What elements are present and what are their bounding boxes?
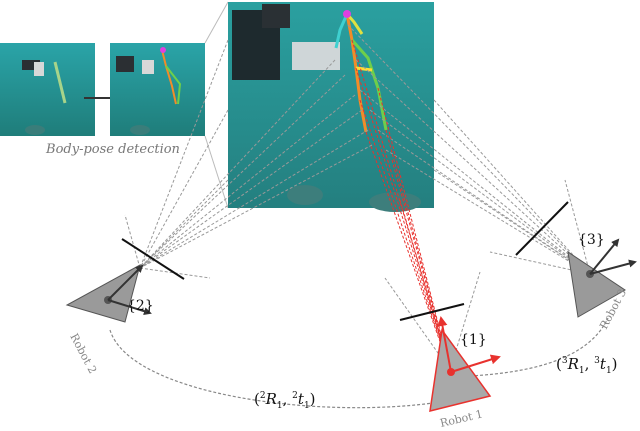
robot2-view-rays [124, 39, 373, 279]
robot1-label: Robot 1 [439, 407, 484, 429]
robot3-view-rays [347, 24, 591, 275]
robot3-frame-label: {3} [578, 232, 605, 248]
head-keypoint [343, 10, 351, 18]
transform-label-3-1: (3R1, 3t1) [556, 355, 618, 376]
transform-label-2-1: (2R1, 2t1) [254, 390, 316, 411]
robot-3 [567, 238, 637, 318]
robot1-image-plane [399, 303, 465, 321]
robot-2 [65, 264, 152, 323]
robot2-frame-label: {2} [127, 298, 154, 314]
robot1-frame-label: {1} [460, 332, 487, 348]
transform-arc-2-1 [109, 329, 441, 409]
zoom-connector-lines [204, 1, 229, 209]
detection-image [228, 2, 434, 212]
pose-image-thumbnail [110, 43, 205, 136]
transform-arc-3-1 [469, 317, 609, 377]
input-image-thumbnail [0, 43, 95, 136]
robot2-label: Robot 2 [67, 331, 99, 375]
robot-1 [429, 316, 501, 412]
robot2-image-plane [121, 238, 185, 280]
robot3-image-plane [515, 201, 569, 256]
caption-text: Body-pose detection [45, 142, 180, 157]
